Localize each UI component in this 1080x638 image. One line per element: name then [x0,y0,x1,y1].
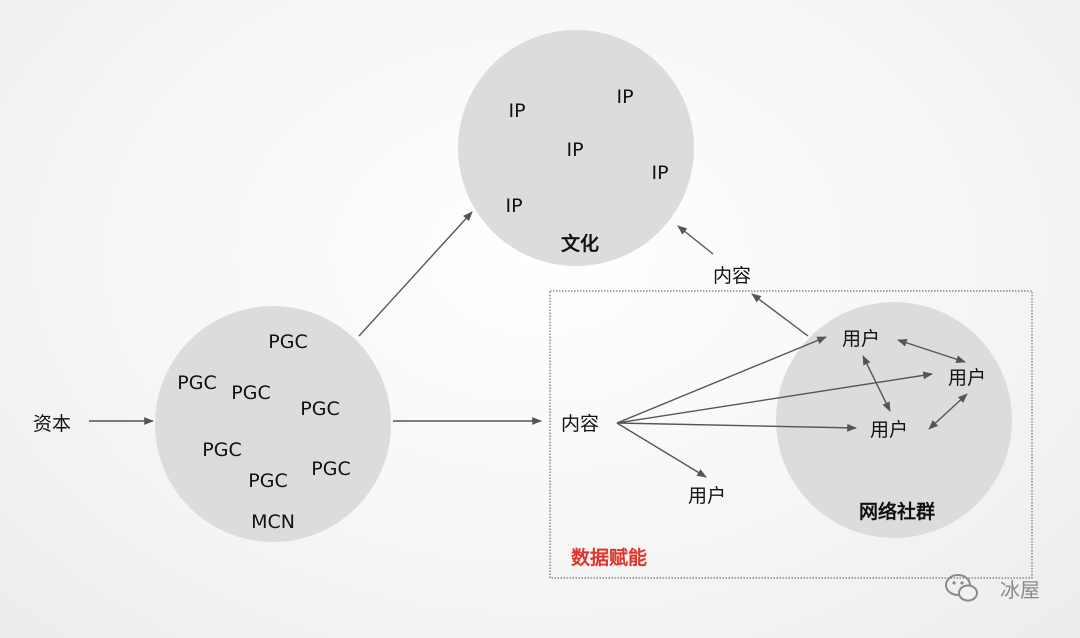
edge-user-1-user-3 [862,355,891,412]
edge-content-to-user-outside [616,422,707,478]
pgc-node: PGC [177,372,216,394]
edge-user-1-user-2 [897,339,966,363]
pgc-node: PGC [300,398,339,420]
ip-node: IP [651,162,668,184]
edge-user-3-user-2 [928,393,968,430]
pgc-node: PGC [311,458,350,480]
capital-label: 资本 [33,413,71,435]
network-community-label: 网络社群 [859,500,935,523]
edge-pgc-to-culture [358,211,473,337]
user-label: 用户 [842,328,880,350]
edge-content-to-user-1 [616,336,827,424]
user-label: 用户 [870,419,908,441]
wechat-icon [945,574,978,602]
culture-label: 文化 [561,232,599,255]
data-empowerment-label: 数据赋能 [571,546,647,569]
mcn-node: MCN [251,511,295,533]
edge-content-to-user-3 [616,422,857,432]
edge-content-top-to-culture [677,225,714,255]
pgc-node: PGC [231,382,270,404]
ip-node: IP [566,139,583,161]
user-label-outside: 用户 [688,485,726,507]
content-label-top: 内容 [713,265,751,287]
watermark-text: 冰屋 [1000,578,1040,602]
ip-node: IP [505,195,522,217]
ip-node: IP [508,100,525,122]
pgc-node: PGC [268,331,307,353]
edge-community-to-content-top [751,293,809,337]
pgc-node: PGC [202,439,241,461]
ip-node: IP [616,86,633,108]
pgc-circle [155,306,391,542]
pgc-node: PGC [248,470,287,492]
culture-circle [458,30,694,266]
content-label-mid: 内容 [561,413,599,435]
user-label: 用户 [948,367,986,389]
data-empowerment-frame [549,290,1033,579]
